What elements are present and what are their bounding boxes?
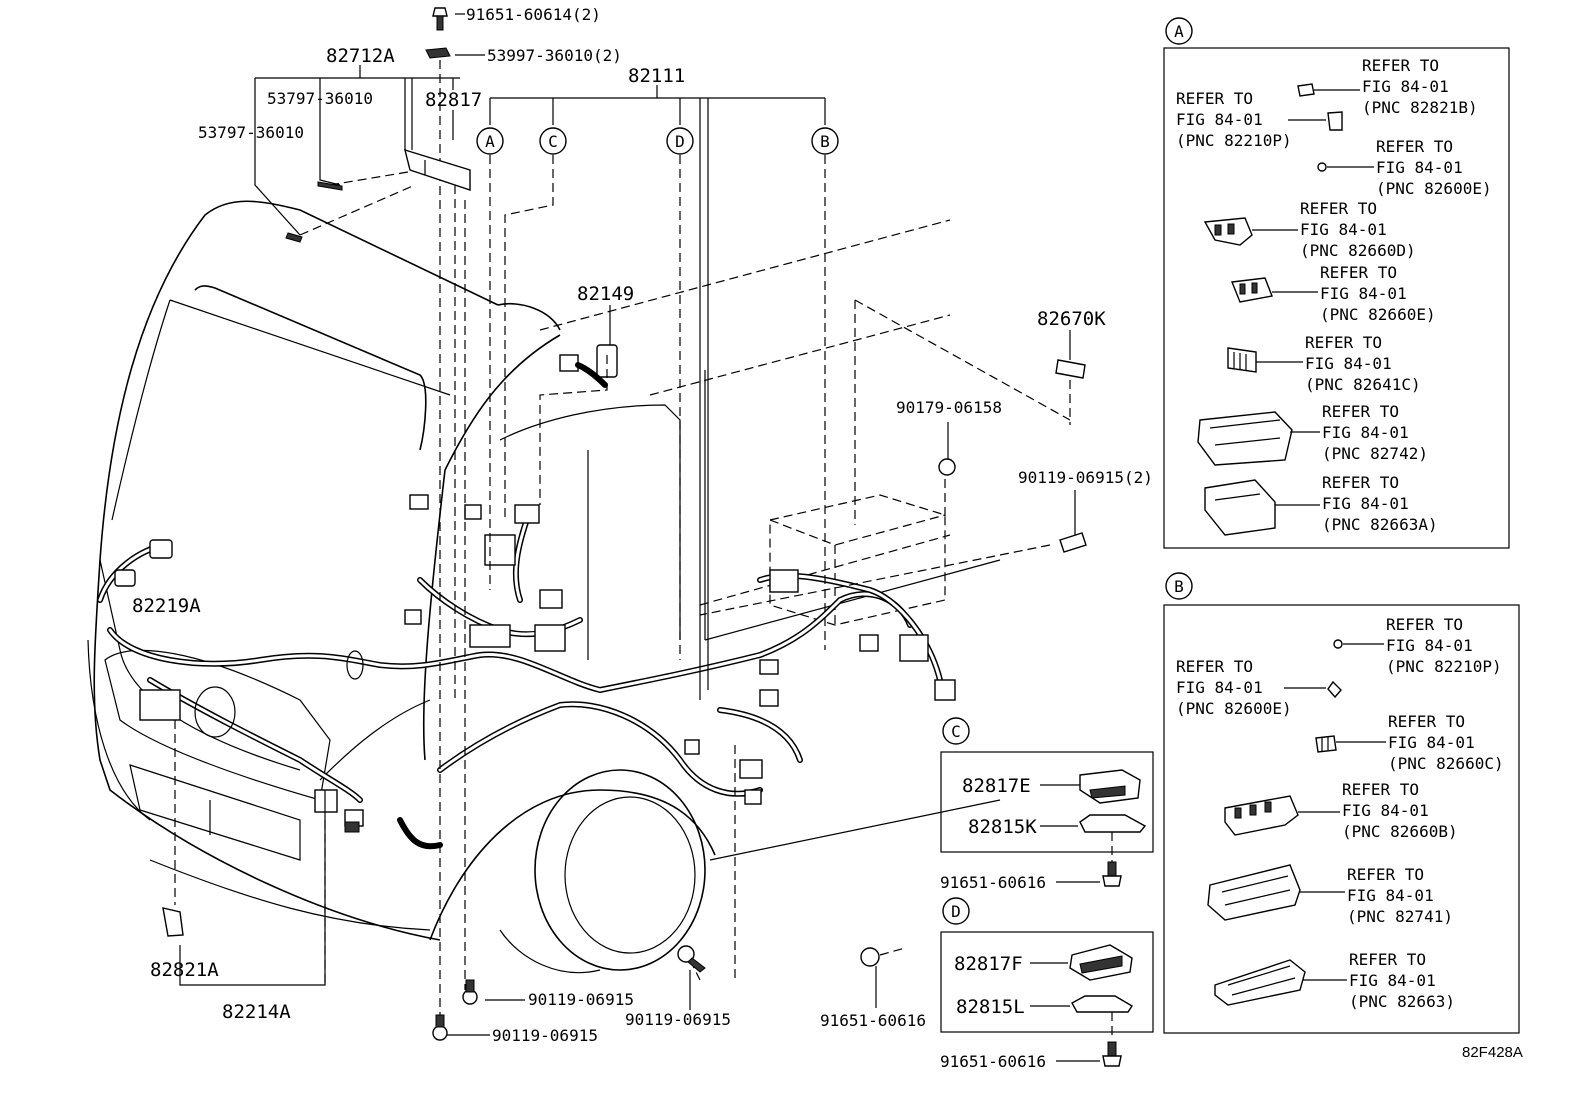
ref-a3-pnc: (PNC 82600E) [1376,179,1492,198]
box-c-part-82817E: 82817E [962,775,1031,797]
label-91651-60614: 91651-60614(2) [466,5,601,24]
dashed-leaders [174,60,1071,1020]
main-labels: 91651-60614(2) 82712A 53997-36010(2) 821… [132,5,1153,1045]
label-82111: 82111 [628,65,685,87]
ref-a1-line2: FIG 84-01 [1362,77,1449,96]
label-90119-06915-b: 90119-06915 [492,1026,598,1045]
ref-b1-line2: FIG 84-01 [1386,636,1473,655]
callout-A-main: A [476,127,504,155]
box-b-letter: B [1174,577,1184,596]
callout-C-main: C [539,127,567,155]
ref-b1-line1: REFER TO [1386,615,1463,634]
callout-B-main: B [811,127,839,155]
box-c-letter: C [951,722,961,741]
label-82821A: 82821A [150,959,219,981]
ref-a1-line1: REFER TO [1362,56,1439,75]
figure-code: 82F428A [1462,1044,1523,1061]
label-53797-36010-lower: 53797-36010 [198,123,304,142]
ref-a8-pnc: (PNC 82663A) [1322,515,1438,534]
callout-letter-d: D [675,132,685,151]
label-82219A: 82219A [132,595,201,617]
ref-b6-line2: FIG 84-01 [1349,971,1436,990]
box-d-letter: D [951,902,961,921]
ref-b2-pnc: (PNC 82600E) [1176,699,1292,718]
van-body-outline [87,200,1001,974]
ref-a1-pnc: (PNC 82821B) [1362,98,1478,117]
box-d-part-82817F: 82817F [954,953,1023,975]
label-82149: 82149 [577,283,634,305]
label-90119-06915-c: 90119-06915 [625,1010,731,1029]
box-d-bolt-bottom: 91651-60616 [940,1052,1046,1071]
label-90179-06158: 90179-06158 [896,398,1002,417]
callout-D-main: D [666,127,694,155]
label-53997-36010: 53997-36010(2) [487,46,622,65]
ref-b6-pnc: (PNC 82663) [1349,992,1455,1011]
callout-letter-b: B [820,132,830,151]
ref-a2-line1: REFER TO [1176,89,1253,108]
ref-b4-line1: REFER TO [1342,780,1419,799]
label-82817: 82817 [425,89,482,111]
ref-b4-line2: FIG 84-01 [1342,801,1429,820]
ref-a2-line2: FIG 84-01 [1176,110,1263,129]
ref-a5-pnc: (PNC 82660E) [1320,305,1436,324]
detail-box-b: B REFER TO FIG 84-01 (PNC 82210P) REFER … [1163,572,1520,1034]
ref-a7-line2: FIG 84-01 [1322,423,1409,442]
callout-letter-a: A [485,132,495,151]
ref-a2-pnc: (PNC 82210P) [1176,131,1292,150]
ref-a4-pnc: (PNC 82660D) [1300,241,1416,260]
solid-leaders [179,13,1076,1036]
ref-a6-line2: FIG 84-01 [1305,354,1392,373]
label-82670K: 82670K [1037,308,1106,330]
box-d-part-82815L: 82815L [956,996,1025,1018]
box-d-bolt-left: 91651-60616 [820,1011,926,1030]
box-c-bolt: 91651-60616 [940,873,1046,892]
ref-a5-line1: REFER TO [1320,263,1397,282]
ref-a5-line2: FIG 84-01 [1320,284,1407,303]
detail-box-a: A REFER TO FIG 84-01 (PNC 82821B) REFER … [1163,17,1510,549]
ref-b3-pnc: (PNC 82660C) [1388,754,1504,773]
detail-box-d: D 82817F 82815L 91651-60616 91651-60616 [820,897,1154,1071]
ref-b1-pnc: (PNC 82210P) [1386,657,1502,676]
ref-b5-line2: FIG 84-01 [1347,886,1434,905]
battery-outline [769,299,1071,626]
ref-b2-line1: REFER TO [1176,657,1253,676]
detail-box-c: C 82817E 82815K 91651-60616 [940,717,1154,892]
ref-b2-line2: FIG 84-01 [1176,678,1263,697]
ref-b6-line1: REFER TO [1349,950,1426,969]
box-a-letter: A [1174,22,1184,41]
ref-b5-pnc: (PNC 82741) [1347,907,1453,926]
label-90119-06915-2: 90119-06915(2) [1018,468,1153,487]
callout-letter-c: C [548,132,558,151]
ref-a3-line2: FIG 84-01 [1376,158,1463,177]
label-53797-36010-upper: 53797-36010 [267,89,373,108]
ref-b5-line1: REFER TO [1347,865,1424,884]
ref-a7-line1: REFER TO [1322,402,1399,421]
ref-a3-line1: REFER TO [1376,137,1453,156]
label-82712A: 82712A [326,45,395,67]
ref-a4-line2: FIG 84-01 [1300,220,1387,239]
label-90119-06915-a: 90119-06915 [528,990,634,1009]
ref-b3-line2: FIG 84-01 [1388,733,1475,752]
ref-a6-pnc: (PNC 82641C) [1305,375,1421,394]
ref-b3-line1: REFER TO [1388,712,1465,731]
ref-b4-pnc: (PNC 82660B) [1342,822,1458,841]
ref-a8-line2: FIG 84-01 [1322,494,1409,513]
small-parts [162,7,1087,1041]
label-82214A: 82214A [222,1001,291,1023]
ref-a7-pnc: (PNC 82742) [1322,444,1428,463]
ref-a4-line1: REFER TO [1300,199,1377,218]
box-c-part-82815K: 82815K [968,816,1037,838]
ref-a8-line1: REFER TO [1322,473,1399,492]
harness-connectors [114,344,956,833]
ref-a6-line1: REFER TO [1305,333,1382,352]
